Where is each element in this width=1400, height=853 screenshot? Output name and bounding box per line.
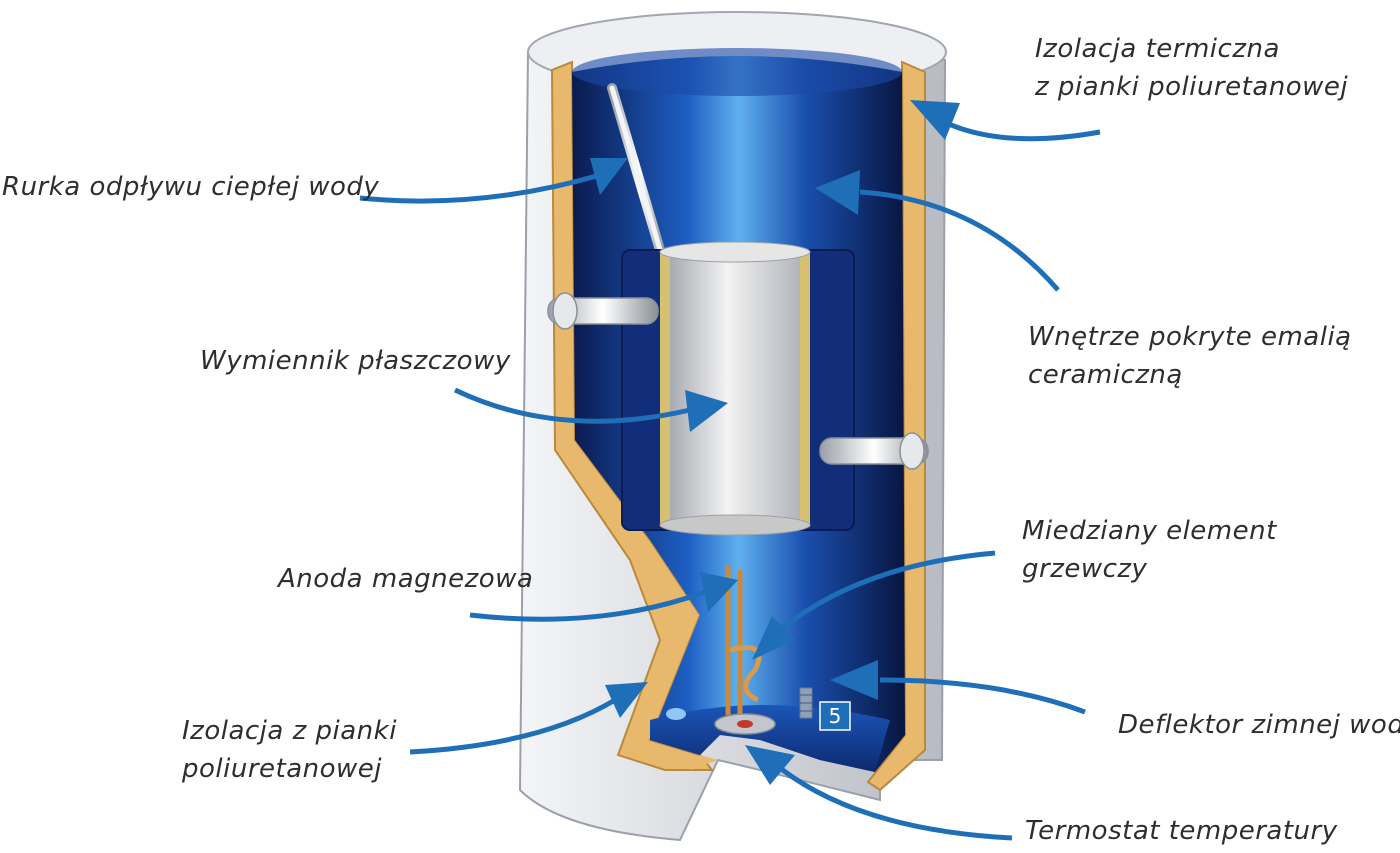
label-line: Wymiennik płaszczowy (200, 346, 511, 376)
hot-water-pipe (607, 83, 671, 275)
arrows (359, 100, 1101, 841)
arrow-icon (752, 550, 996, 660)
label-line: z pianki poliuretanowej (1035, 72, 1349, 102)
jacket-exchanger (621, 241, 855, 536)
label-line: ceramiczną (1028, 360, 1183, 390)
cold-water-deflector (799, 687, 813, 719)
label-thermostat: Termostat temperatury (1025, 812, 1338, 850)
label-deflector: Deflektor zimnej wody (1118, 706, 1400, 744)
arrow-icon (409, 682, 648, 755)
label-insulation-bottom: Izolacja z pianki poliuretanowej (182, 712, 397, 788)
arrow-icon (469, 572, 738, 622)
copper-heating-element (714, 545, 776, 735)
arrow-icon (815, 170, 1060, 292)
magnesium-anode (666, 535, 686, 720)
label-line: Izolacja termiczna (1035, 34, 1280, 64)
arrow-icon (359, 158, 628, 204)
label-line: Anoda magnezowa (278, 564, 534, 594)
connection-stubs (547, 292, 929, 470)
arrow-icon (453, 387, 728, 432)
label-line: Miedziany element (1022, 516, 1277, 546)
label-line: poliuretanowej (182, 754, 383, 784)
label-line: Termostat temperatury (1025, 816, 1338, 846)
label-anode: Anoda magnezowa (278, 560, 533, 598)
label-line: grzewczy (1022, 554, 1148, 584)
label-enamel: Wnętrze pokryte emalią ceramiczną (1028, 318, 1352, 394)
arrow-icon (745, 745, 1013, 841)
label-line: Izolacja z pianki (182, 716, 397, 746)
label-line: Wnętrze pokryte emalią (1028, 322, 1352, 352)
label-exchanger: Wymiennik płaszczowy (200, 342, 511, 380)
label-line: Deflektor zimnej wody (1118, 710, 1400, 740)
label-hot-pipe: Rurka odpływu ciepłej wody (2, 168, 379, 206)
arrow-icon (910, 100, 1101, 142)
number-badge: 5 (819, 701, 851, 731)
arrow-icon (830, 660, 1086, 715)
label-insulation-top: Izolacja termiczna z pianki poliuretanow… (1035, 30, 1348, 106)
label-line: Rurka odpływu ciepłej wody (2, 172, 380, 202)
badge-number: 5 (829, 704, 842, 728)
label-copper-element: Miedziany element grzewczy (1022, 512, 1277, 588)
